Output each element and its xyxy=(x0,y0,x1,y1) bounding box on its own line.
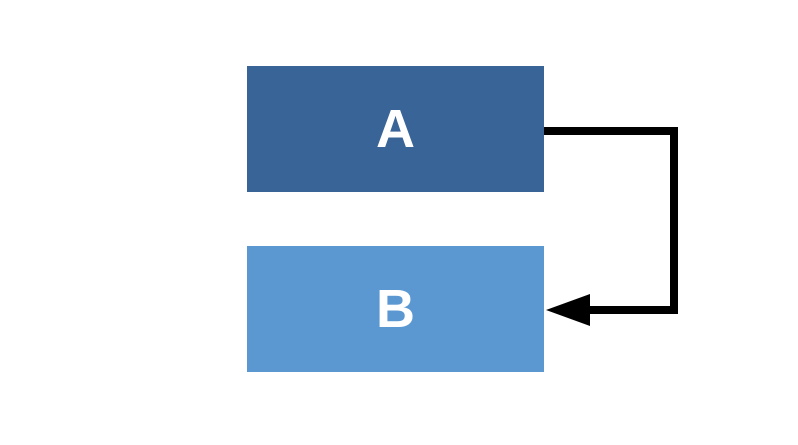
node-b: B xyxy=(247,246,544,372)
node-a-label: A xyxy=(376,99,415,159)
node-b-label: B xyxy=(376,279,415,339)
arrow-connector-line xyxy=(544,127,678,314)
node-a: A xyxy=(247,66,544,192)
arrowhead-icon xyxy=(546,294,590,326)
